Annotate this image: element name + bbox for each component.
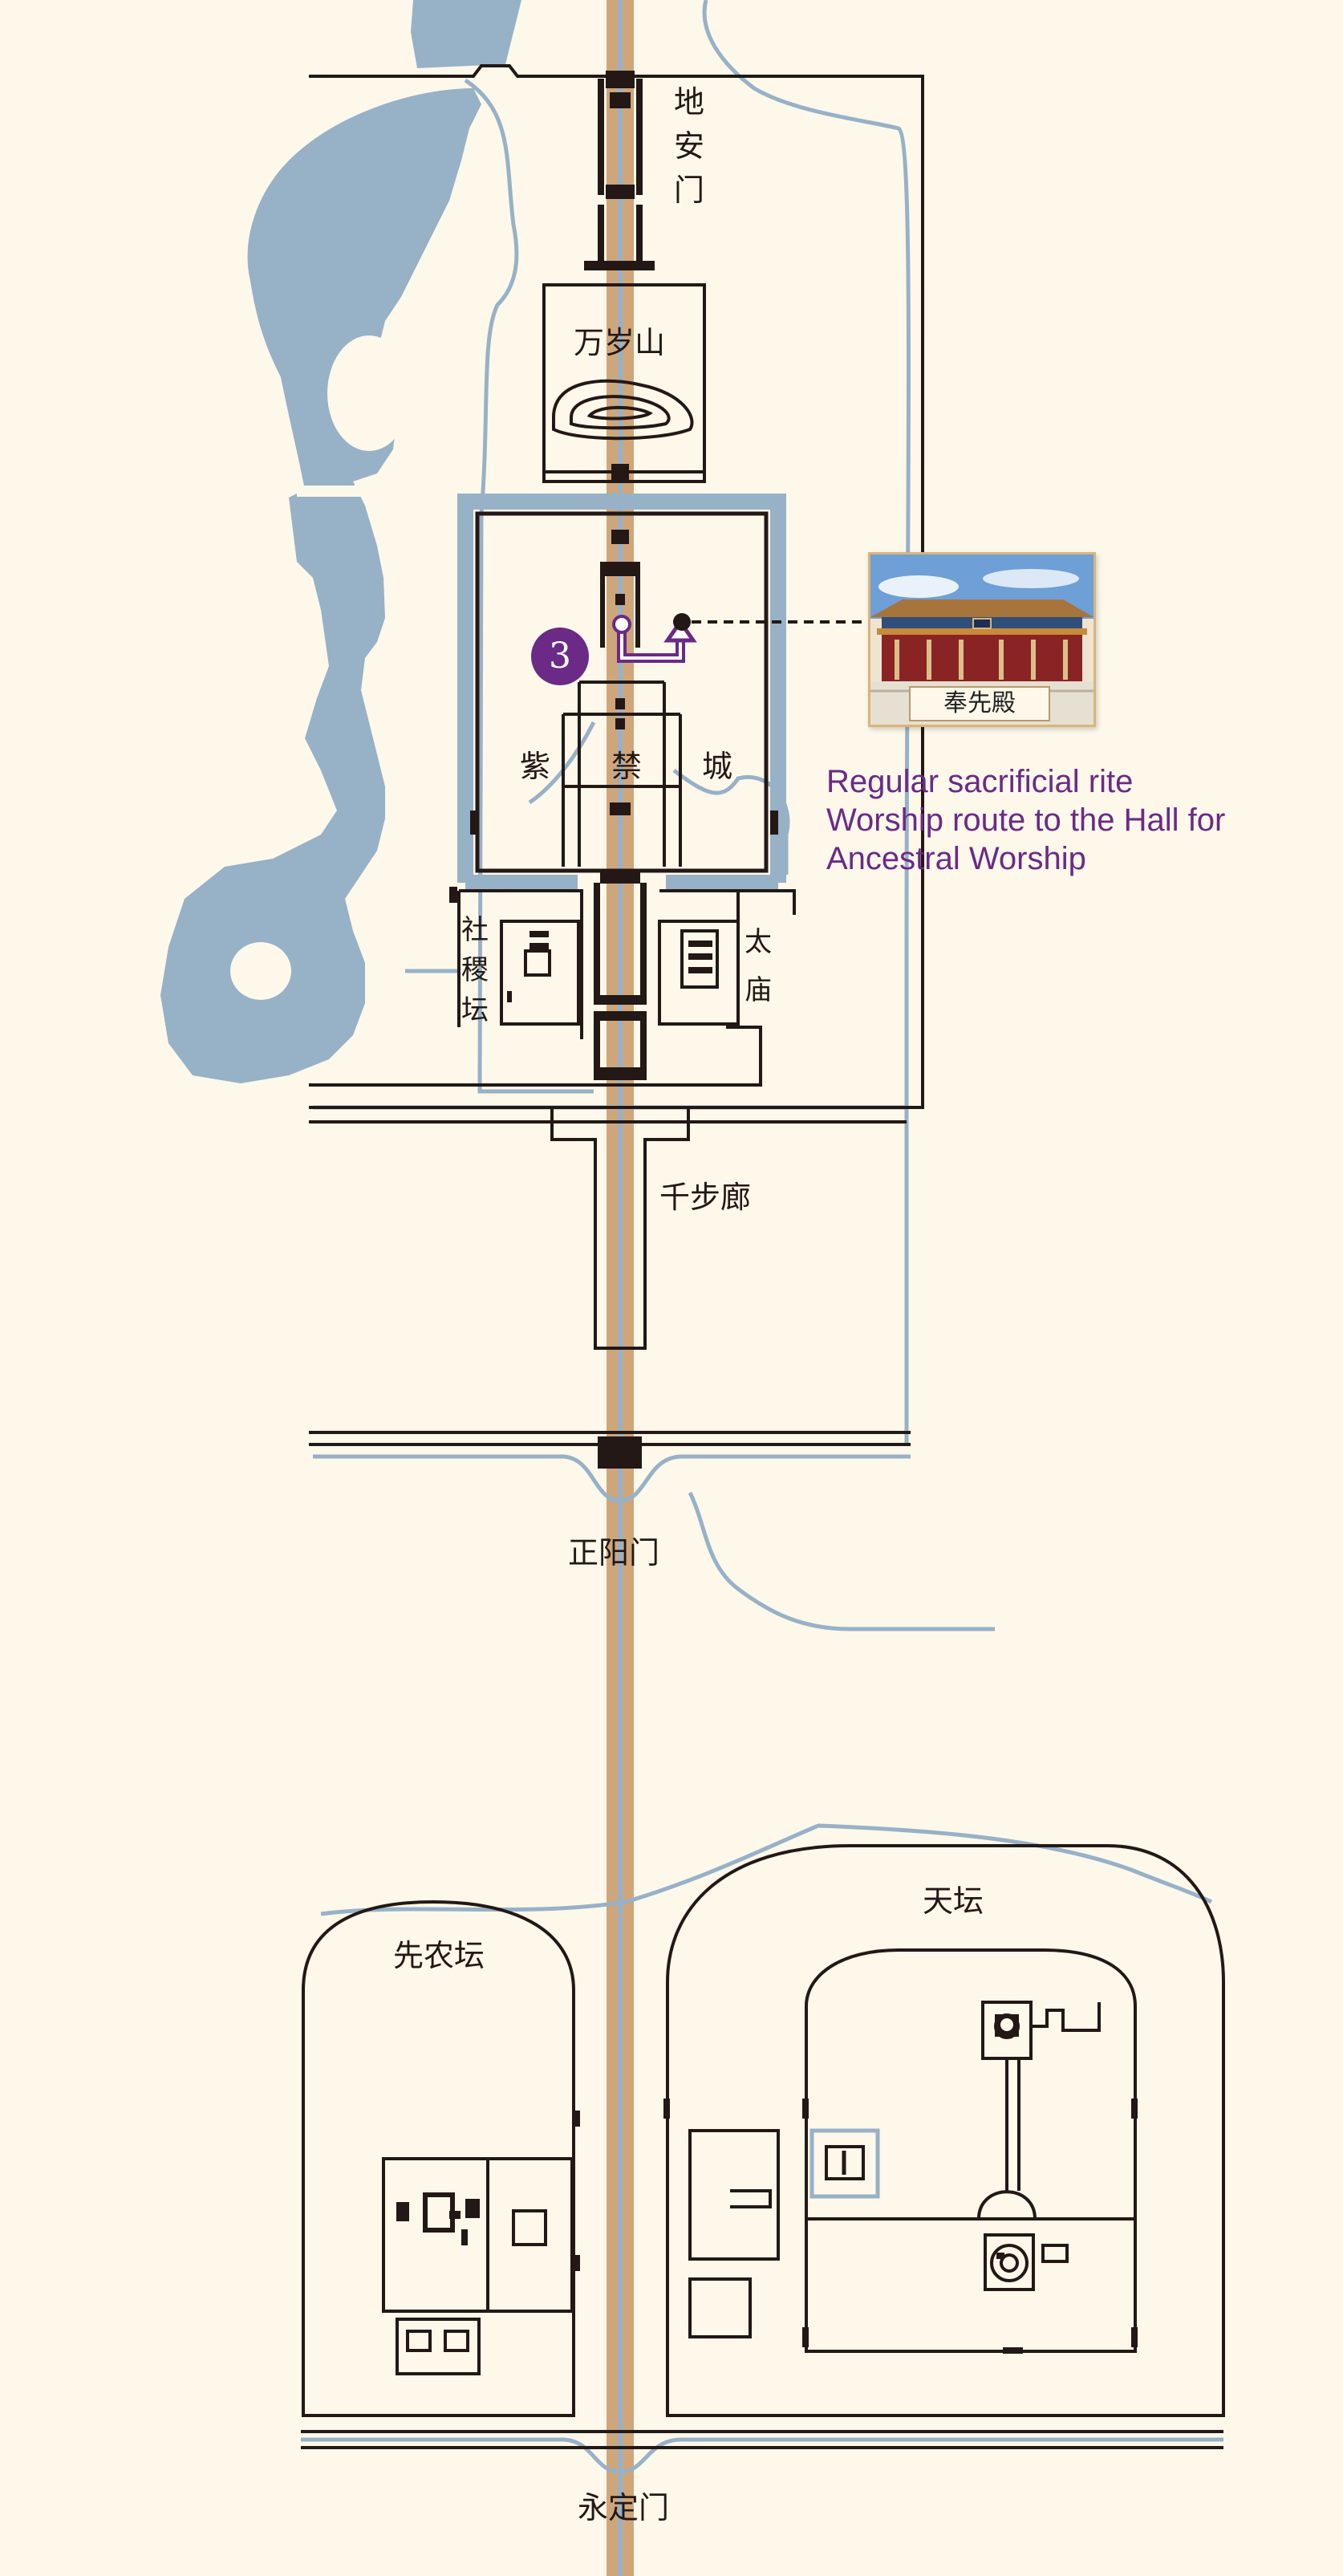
axis-gates (396, 71, 1138, 2354)
label-zhengyangmen: 正阳门 (568, 1535, 659, 1570)
wansuishan-hill (552, 379, 694, 441)
label-zijincheng-1: 紫 (520, 749, 550, 784)
label-dianmen-1: 地 (674, 84, 704, 120)
label-zijincheng-3: 城 (702, 749, 732, 784)
wansuishan-enclosure (542, 283, 706, 483)
label-zijincheng-2: 禁 (611, 749, 642, 784)
imperial-city-wall (309, 64, 924, 1109)
map-labels: 地 安 门 万岁山 紫 禁 城 社 稷 坛 太 庙 千步廊 正阳门 先农坛 天坛… (393, 84, 984, 2525)
walls (301, 64, 1225, 2449)
imperial-city-inner (309, 1026, 762, 1087)
hall-ancestral-worship-photo[interactable]: 奉先殿 (868, 552, 1096, 727)
label-taimiao-1: 太 (745, 926, 772, 958)
forbidden-city-moat (457, 494, 786, 891)
lakes (160, 0, 521, 1083)
caption-line-3: Ancestral Worship (826, 841, 1086, 876)
stream-palace-east (672, 768, 790, 875)
hall-photo-label: 奉先殿 (909, 686, 1050, 721)
canal-yongding (301, 2437, 1223, 2474)
tiantan-west-highlight (809, 2128, 880, 2199)
label-yongdingmen: 永定门 (578, 2490, 669, 2525)
shejitan-enclosure (500, 920, 580, 1026)
lake-top (411, 0, 521, 68)
label-dianmen-3: 门 (674, 173, 704, 208)
canal-zhengyang (313, 1454, 911, 1503)
label-tiantan: 天坛 (923, 1883, 984, 1919)
tiantan-outer-wall (666, 1844, 1225, 2417)
label-shejitan-2: 稷 (461, 954, 489, 986)
label-wansuishan: 万岁山 (574, 325, 665, 360)
label-shejitan-3: 坛 (461, 994, 489, 1026)
xiannongtan-enclosure (302, 1899, 575, 2417)
lake-islands (230, 335, 411, 1000)
lake-bridge (297, 486, 409, 497)
canal-temple (320, 1823, 1213, 1916)
streams (301, 0, 1223, 2474)
route-number-badge (531, 628, 589, 685)
route-3-path (612, 615, 697, 663)
label-dianmen-2: 安 (674, 128, 704, 164)
label-qianbulang: 千步廊 (659, 1180, 751, 1215)
route-number-text: 3 (549, 636, 571, 677)
label-shejitan-1: 社 (461, 914, 489, 946)
label-xiannongtan: 先农坛 (393, 1938, 485, 1973)
tiantan-inner-wall (805, 1948, 1137, 2353)
island-1 (327, 335, 411, 451)
qianbulang-corridor (550, 1107, 690, 1348)
route-3-caption: Regular sacrificial rite Worship route t… (826, 762, 1340, 878)
stream-palace-west (477, 513, 594, 1094)
label-taimiao-2: 庙 (745, 974, 772, 1006)
hall-ancestral-worship-marker (673, 613, 691, 631)
stream-west (464, 78, 519, 514)
island-2 (230, 942, 291, 1000)
route-start-dot (612, 615, 631, 634)
lake-main (160, 88, 481, 1083)
caption-line-1: Regular sacrificial rite (826, 764, 1134, 799)
canal-southeast (688, 1491, 995, 1631)
caption-line-2: Worship route to the Hall for (826, 802, 1226, 838)
